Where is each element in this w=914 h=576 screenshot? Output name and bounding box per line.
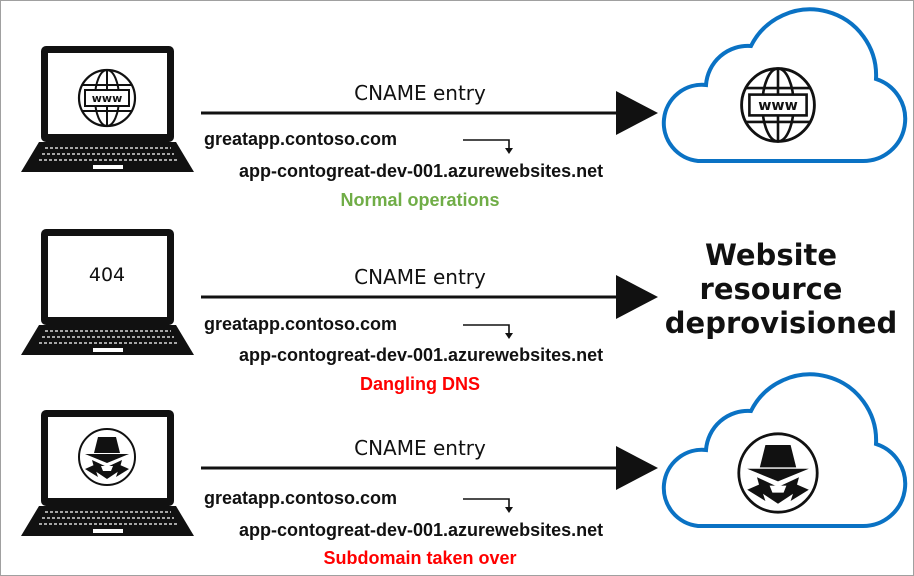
hacker-icon [78, 428, 136, 486]
target-domain: app-contogreat-dev-001.azurewebsites.net [239, 345, 603, 365]
screen-404-text: 404 [89, 264, 125, 286]
source-domain: greatapp.contoso.com [204, 129, 397, 149]
status-label: Normal operations [340, 190, 499, 210]
laptop-icon [20, 409, 195, 537]
cname-arrow [201, 275, 658, 319]
laptop-404-icon: 404 [20, 228, 195, 356]
status-label: Dangling DNS [360, 374, 480, 394]
cname-label: CNAME entry [354, 81, 486, 105]
svg-text:www: www [92, 92, 123, 105]
status-label: Subdomain taken over [323, 548, 516, 568]
deprovisioned-line-2: resource [700, 272, 843, 306]
target-domain: app-contogreat-dev-001.azurewebsites.net [239, 520, 603, 540]
globe-www-icon: www [77, 68, 137, 128]
cname-label: CNAME entry [354, 436, 486, 460]
source-domain: greatapp.contoso.com [204, 488, 397, 508]
svg-text:www: www [758, 98, 798, 114]
row-subdomain-takeover: CNAME entry greatapp.contoso.com app-con… [20, 372, 908, 568]
target-domain: app-contogreat-dev-001.azurewebsites.net [239, 161, 603, 181]
redirect-arrow-icon [463, 498, 510, 508]
source-domain: greatapp.contoso.com [204, 314, 397, 334]
cname-arrow [201, 446, 658, 490]
cname-arrow [201, 91, 658, 135]
redirect-arrow-icon [463, 139, 510, 149]
row-normal-operations: www CNAME entry greatapp.contoso.com app… [20, 7, 908, 210]
redirect-arrow-icon [463, 324, 510, 334]
row-dangling-dns: 404 CNAME entry greatapp.contoso.com app… [20, 228, 897, 394]
cloud-globe-www-icon: www [661, 7, 908, 164]
deprovisioned-line-3: deprovisioned [665, 306, 897, 340]
deprovisioned-line-1: Website [705, 238, 837, 272]
laptop-icon: www [20, 45, 195, 173]
cname-label: CNAME entry [354, 265, 486, 289]
cloud-hacker-icon [661, 372, 908, 529]
